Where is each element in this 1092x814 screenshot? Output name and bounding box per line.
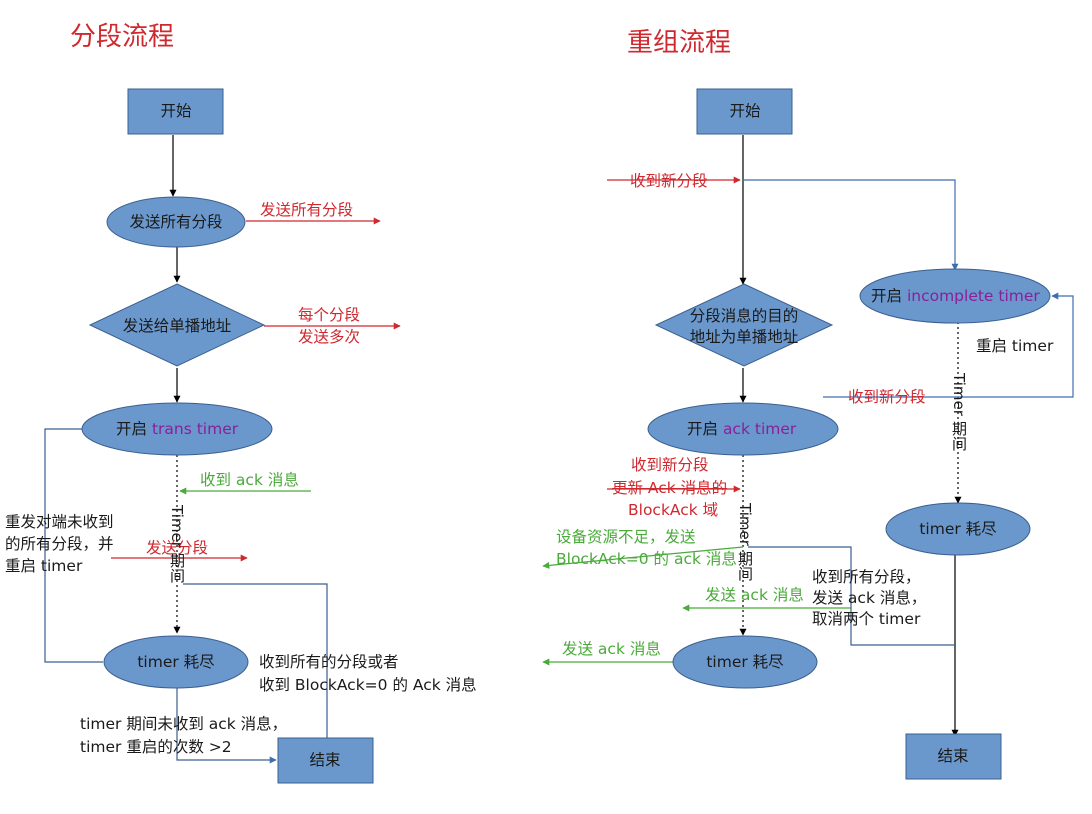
right-update-ack-line1: 更新 Ack 消息的 [612, 479, 728, 497]
left-send-seg-label: 发送分段 [146, 539, 209, 557]
left-recv-ack-label: 收到 ack 消息 [200, 471, 299, 489]
left-start-box [127, 88, 224, 135]
right-new-seg3-label: 收到新分段 [631, 456, 709, 474]
left-send-unicast-label: 发送给单播地址 [122, 317, 232, 335]
right-send-ack1-label: 发送 ack 消息 [705, 586, 804, 604]
left-end-box [277, 737, 374, 784]
right-all-recv-connector [748, 546, 955, 646]
left-timeout-label: timer 耗尽 [137, 653, 215, 671]
left-trans-timer-label: 开启 trans timer [116, 418, 238, 440]
left-trans-timer-ellipse [81, 402, 273, 456]
right-dest-diamond [654, 283, 834, 367]
right-ack-prefix: 开启 [687, 420, 723, 438]
right-send-ack2-label: 发送 ack 消息 [562, 640, 661, 658]
right-incomplete-timer-name: incomplete timer [906, 287, 1040, 305]
right-dest-line2: 地址为单播地址 [689, 328, 799, 346]
right-dest-line1: 分段消息的目的 [689, 307, 799, 325]
left-each-seg-line2: 发送多次 [298, 328, 361, 346]
right-timeout2-ellipse [672, 635, 818, 689]
right-no-res-line1: 设备资源不足，发送 [556, 528, 696, 546]
left-all-recv-line1: 收到所有的分段或者 [259, 653, 399, 671]
left-trans-timer-name: trans timer [151, 420, 239, 438]
right-ack-timer-ellipse [647, 402, 839, 456]
right-timeout1-label: timer 耗尽 [919, 520, 997, 538]
right-restart-timer-label: 重启 timer [976, 337, 1054, 355]
right-timeout2-label: timer 耗尽 [706, 653, 784, 671]
right-incomplete-timer-ellipse [859, 268, 1051, 324]
right-ack-timer-name: ack timer [722, 420, 797, 438]
left-each-seg-line1: 每个分段 [298, 306, 361, 324]
right-new-seg-label: 收到新分段 [630, 172, 708, 190]
left-send-all-out-label: 发送所有分段 [260, 201, 354, 219]
left-fail-line1: timer 期间未收到 ack 消息， [80, 715, 288, 733]
right-ack-timer-label: 开启 ack timer [687, 418, 796, 440]
left-resend-line2: 的所有分段，并 [5, 535, 114, 553]
left-end-label: 结束 [309, 751, 341, 769]
right-all-recv-line2: 发送 ack 消息， [812, 589, 927, 607]
left-trans-prefix: 开启 [116, 420, 152, 438]
right-new-seg2-loop [823, 292, 1074, 398]
left-resend-loop [44, 428, 103, 663]
right-incomplete-timer-label: 开启 incomplete timer [871, 285, 1040, 307]
left-start-label: 开始 [160, 102, 192, 120]
right-timer-period-b-label: Timer 期间 [736, 503, 754, 581]
right-title: 重组流程 [627, 28, 732, 58]
right-new-seg2-label: 收到新分段 [848, 388, 926, 406]
left-title: 分段流程 [70, 22, 175, 52]
left-fail-line2: timer 重启的次数 >2 [80, 738, 232, 756]
right-incomplete-prefix: 开启 [871, 287, 907, 305]
left-all-recv-line2: 收到 BlockAck=0 的 Ack 消息 [259, 676, 477, 694]
right-update-ack-line2: BlockAck 域 [628, 501, 719, 519]
right-arrow-no-res [542, 546, 744, 569]
left-timer-period-label: Timer 期间 [168, 505, 186, 583]
right-timeout1-ellipse [885, 502, 1031, 556]
left-fail-connector [176, 687, 277, 764]
right-start-box [696, 88, 793, 135]
left-resend-line1: 重发对端未收到 [5, 513, 114, 531]
right-new-seg-branch [743, 179, 959, 271]
right-end-label: 结束 [937, 747, 969, 765]
right-all-recv-line3: 取消两个 timer [812, 610, 921, 628]
left-send-all-label: 发送所有分段 [129, 213, 223, 231]
left-timeout-ellipse [103, 635, 249, 689]
left-all-recv-connector [183, 583, 328, 738]
right-timer-period-a-label: Timer 期间 [950, 373, 968, 451]
left-resend-line3: 重启 timer [5, 557, 83, 575]
left-unicast-diamond [88, 283, 266, 367]
right-all-recv-line1: 收到所有分段， [812, 568, 921, 586]
right-no-res-line2: BlockAck=0 的 ack 消息 [556, 550, 737, 568]
left-send-all-ellipse [106, 196, 246, 248]
right-end-box [905, 733, 1002, 780]
right-start-label: 开始 [729, 102, 761, 120]
